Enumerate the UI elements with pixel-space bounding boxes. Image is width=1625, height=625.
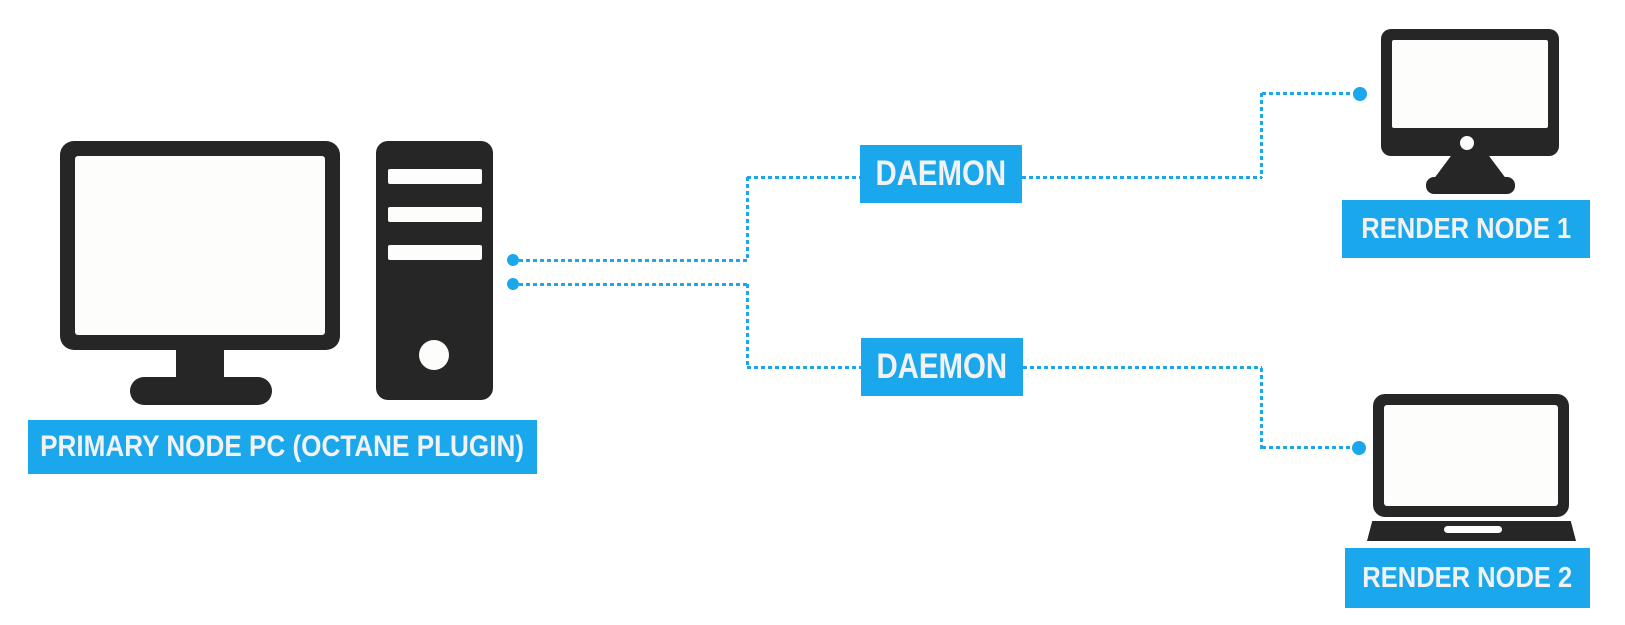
primary-node-label-text: PRIMARY NODE PC (OCTANE PLUGIN)	[40, 430, 525, 463]
imac-screen	[1392, 40, 1548, 128]
daemon-box-2: DAEMON	[861, 338, 1023, 396]
render-node-2-label-text: RENDER NODE 2	[1362, 561, 1573, 594]
connection-port-dot	[1353, 87, 1367, 101]
connection-port-dot	[507, 254, 519, 266]
imac-stand-base	[1426, 177, 1515, 194]
dotted-line-upper	[1022, 176, 1262, 179]
imac-chin-dot	[1460, 136, 1474, 150]
monitor-stand-neck	[176, 349, 224, 379]
laptop-screen	[1384, 405, 1558, 506]
dotted-line-lower	[747, 366, 861, 369]
dotted-line-upper	[747, 176, 860, 179]
render-node-1-label-text: RENDER NODE 1	[1361, 212, 1571, 245]
connection-port-dot	[507, 278, 519, 290]
laptop-base-notch	[1444, 526, 1502, 533]
dotted-line-lower	[1262, 446, 1353, 449]
daemon-box-1: DAEMON	[860, 145, 1022, 203]
dotted-line-upper	[1260, 93, 1263, 178]
primary-node-label: PRIMARY NODE PC (OCTANE PLUGIN)	[28, 420, 537, 474]
daemon-box-2-text: DAEMON	[876, 347, 1008, 386]
dotted-line-lower	[1023, 366, 1262, 369]
dotted-line-upper	[1262, 92, 1354, 95]
dotted-line-lower	[1260, 368, 1263, 449]
tower-drive-slot	[388, 207, 482, 222]
tower-power-button	[419, 340, 449, 370]
dotted-line-lower	[746, 284, 749, 368]
dotted-line-upper	[519, 259, 747, 262]
render-node-2-label: RENDER NODE 2	[1345, 548, 1590, 608]
monitor-screen	[75, 156, 325, 335]
tower-drive-slot	[388, 169, 482, 184]
connection-port-dot	[1352, 441, 1366, 455]
monitor-stand-base	[130, 377, 272, 405]
dotted-line-lower	[519, 283, 747, 286]
daemon-box-1-text: DAEMON	[875, 154, 1007, 193]
dotted-line-upper	[746, 177, 749, 261]
render-node-1-label: RENDER NODE 1	[1342, 200, 1590, 258]
tower-drive-slot	[388, 245, 482, 260]
